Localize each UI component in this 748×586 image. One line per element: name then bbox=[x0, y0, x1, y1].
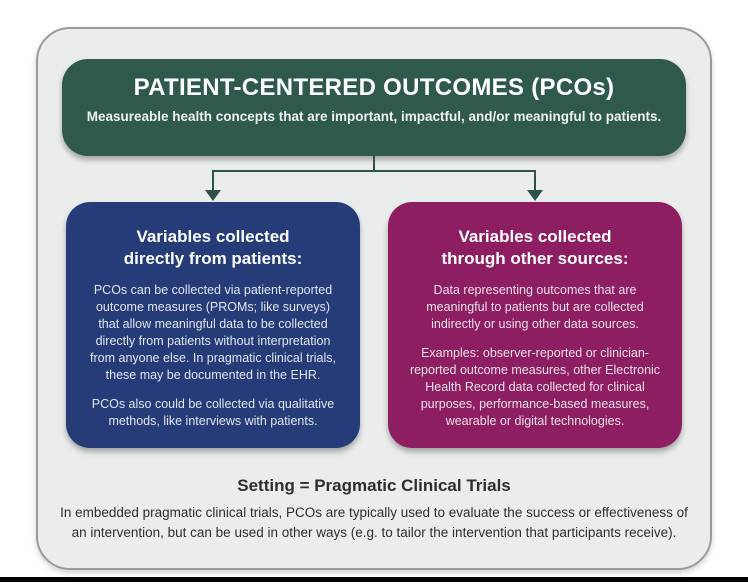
variables-other-sources-box: Variables collected through other source… bbox=[388, 202, 682, 448]
right-box-heading: Variables collected through other source… bbox=[441, 227, 629, 269]
left-box-paragraph-1: PCOs can be collected via patient-report… bbox=[90, 283, 336, 383]
right-box-paragraph-1: Data representing outcomes that are mean… bbox=[426, 283, 644, 332]
page-title: PATIENT-CENTERED OUTCOMES (PCOs) bbox=[133, 74, 615, 101]
left-box-heading: Variables collected directly from patien… bbox=[123, 227, 303, 269]
right-box-paragraph-2: Examples: observer-reported or clinician… bbox=[409, 346, 661, 429]
variables-direct-from-patients-box: Variables collected directly from patien… bbox=[66, 202, 360, 448]
setting-heading: Setting = Pragmatic Clinical Trials bbox=[237, 476, 511, 495]
page-subtitle: Measureable health concepts that are imp… bbox=[86, 109, 662, 124]
header-box-pcos: PATIENT-CENTERED OUTCOMES (PCOs) Measure… bbox=[62, 59, 686, 156]
bottom-divider-bar bbox=[0, 577, 748, 582]
setting-description: In embedded pragmatic clinical trials, P… bbox=[60, 505, 688, 541]
left-box-paragraph-2: PCOs also could be collected via qualita… bbox=[91, 397, 335, 429]
